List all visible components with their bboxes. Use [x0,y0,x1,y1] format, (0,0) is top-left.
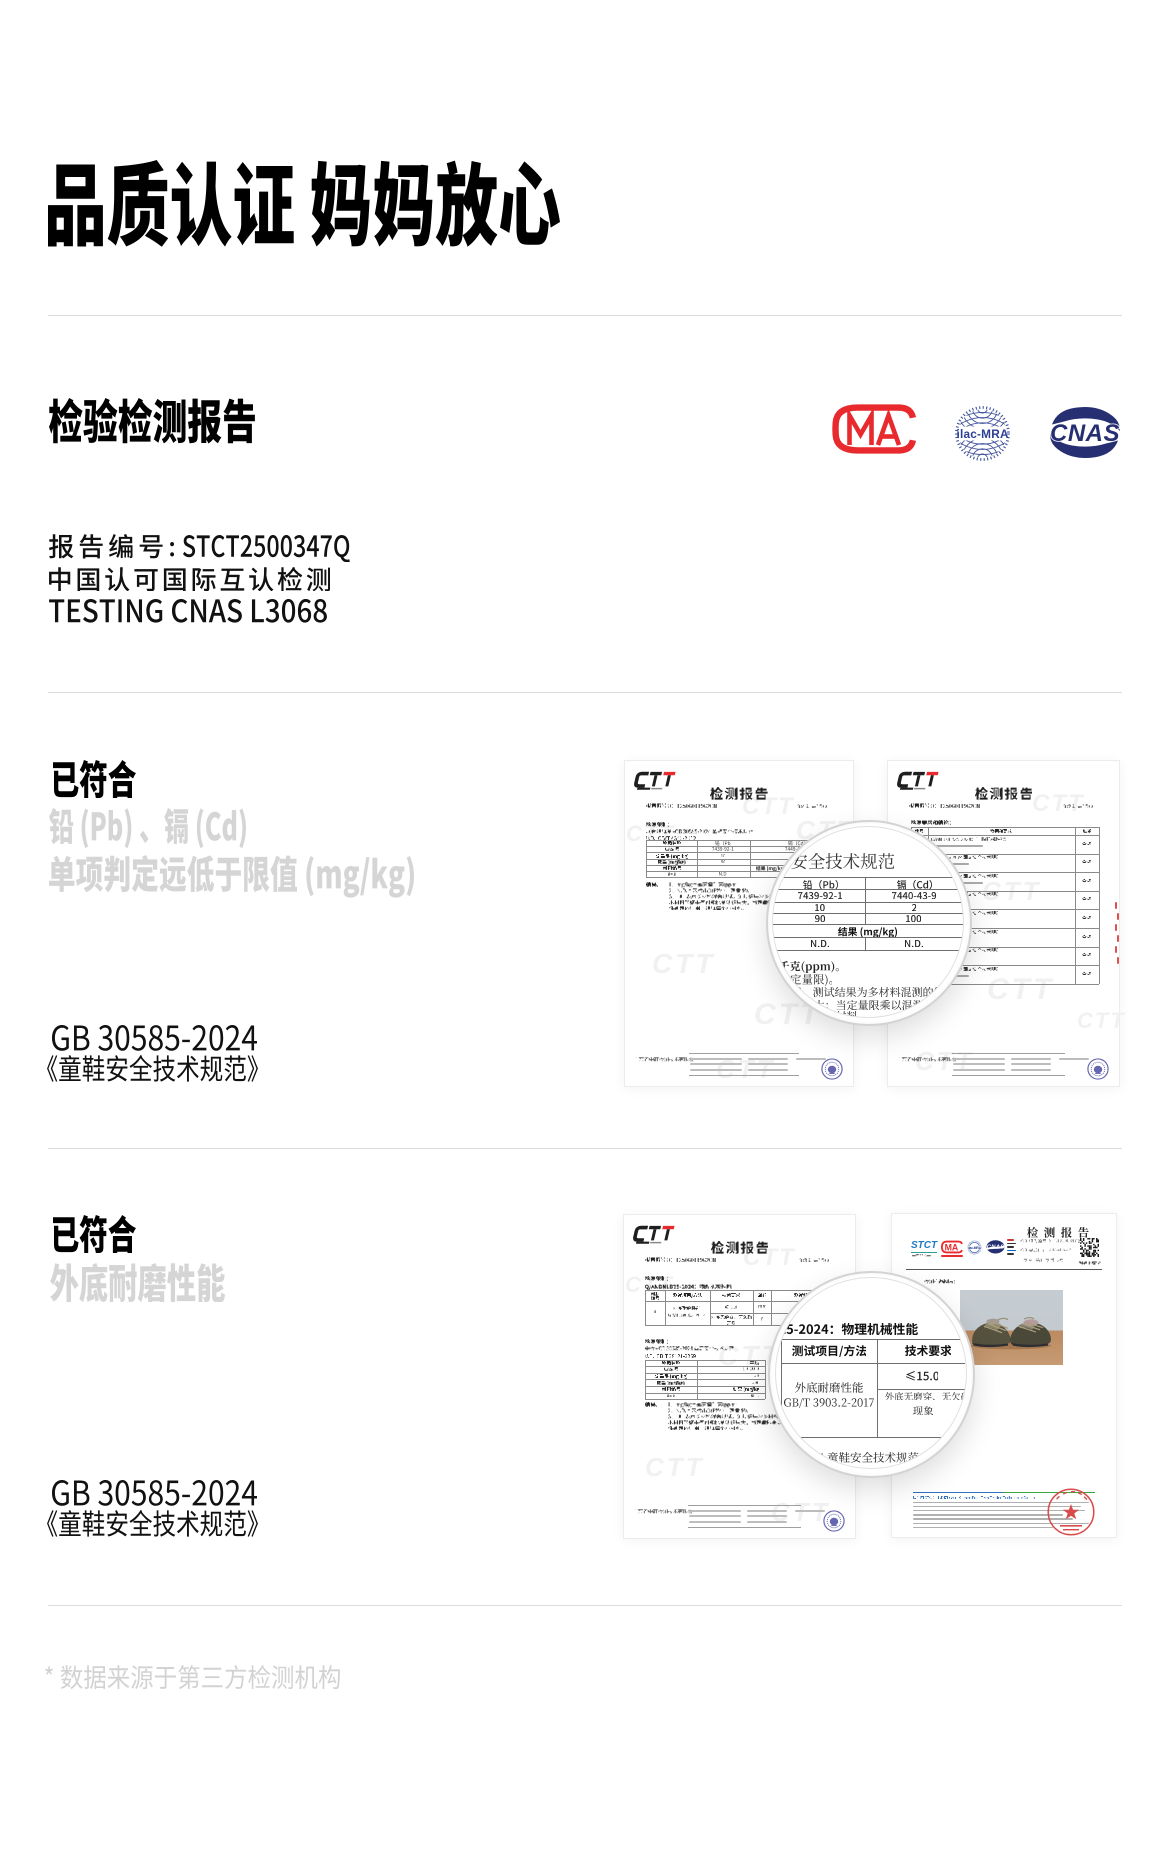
svg-text:ilac-MRA: ilac-MRA [968,1246,982,1250]
svg-text:CNAS: CNAS [987,1245,1005,1251]
svg-text:ilac-MRA: ilac-MRA [957,427,1009,441]
svg-text:CNAS: CNAS [1050,420,1120,447]
svg-text:MA: MA [945,1242,959,1252]
